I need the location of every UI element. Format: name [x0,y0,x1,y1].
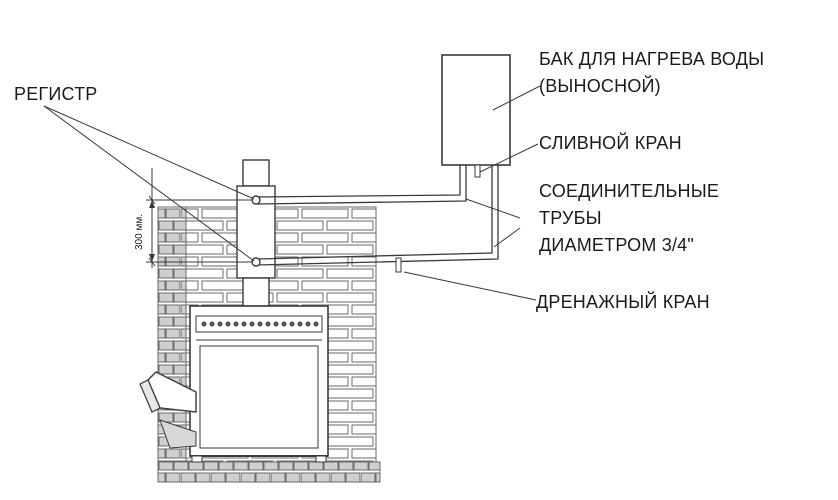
water-tank [441,54,511,166]
dimension-300 [146,168,252,268]
label-pipes-line3: ДИАМЕТРОМ 3/4" [539,235,694,255]
stove-grille [201,321,319,327]
drainage-valve-symbol [395,257,402,273]
label-dimension: 300 мм. [134,214,145,250]
label-drain-valve: СЛИВНОЙ КРАН [539,133,682,153]
label-drainage-valve: ДРЕНАЖНЫЙ КРАН [536,292,710,312]
fire-tunnel [139,371,197,449]
connecting-pipes [256,165,499,266]
chimney [236,159,276,307]
drain-valve-symbol [474,164,481,178]
brick-floor [157,461,381,483]
label-register: РЕГИСТР [14,84,98,104]
label-pipes-line2: ТРУБЫ [539,208,602,228]
label-pipes-line1: СОЕДИНИТЕЛЬНЫЕ [539,181,720,201]
brick-wall-left [157,206,187,463]
label-tank-line1: БАК ДЛЯ НАГРЕВА ВОДЫ [539,49,765,69]
leader-lines [43,85,541,301]
label-tank-line2: (ВЫНОСНОЙ) [539,76,661,96]
stove-body [189,305,329,463]
